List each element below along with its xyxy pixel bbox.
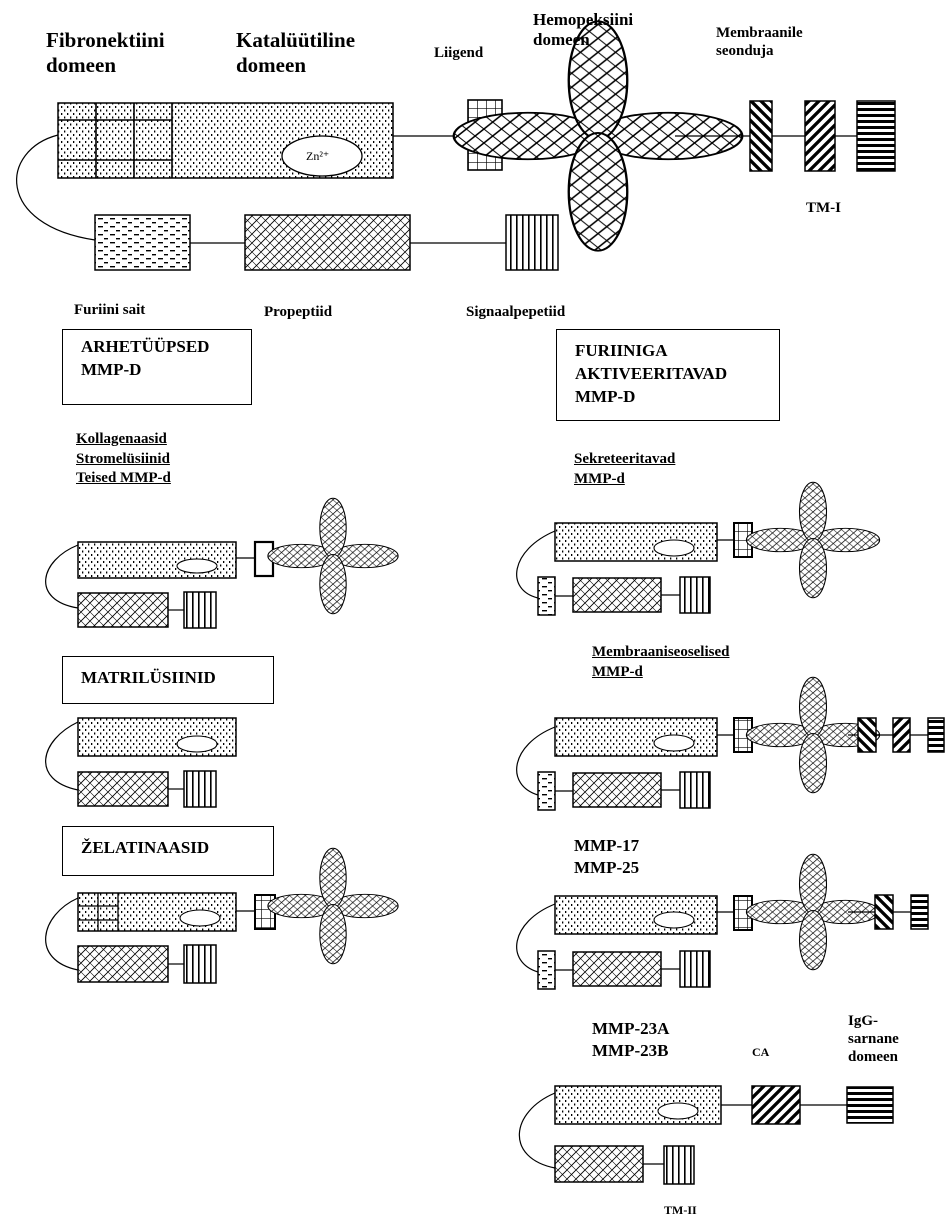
catalytic-label: Katalüütiline domeen xyxy=(236,28,355,78)
tm2-label: TM-II xyxy=(664,1203,697,1217)
ca-label: CA xyxy=(752,1045,769,1059)
hemopexin-label-line1: Hemopeksiini xyxy=(533,10,633,30)
catalytic-label-line2: domeen xyxy=(236,53,355,78)
furin-activated-box-line2: AKTIVEERITAVAD xyxy=(575,363,761,386)
gelatinases-box: ŽELATINAASID xyxy=(62,826,274,876)
propeptide-label: Propeptiid xyxy=(264,304,332,322)
other-mmps-label: Teised MMP-d xyxy=(76,469,171,489)
catalytic-label-line1: Katalüütiline xyxy=(236,28,355,53)
membrane-bound-label-line2: MMP-d xyxy=(592,663,729,683)
archetypal-mmp-diagram xyxy=(46,498,398,628)
matrilysin-diagram xyxy=(46,718,236,807)
membrane-label-line1: Membraanile xyxy=(716,25,803,43)
mmp17-25-label: MMP-17 MMP-25 xyxy=(574,835,639,879)
membrane-label-line2: seonduja xyxy=(716,43,803,61)
membrane-anchor-2 xyxy=(805,101,835,171)
igg-label-line3: domeen xyxy=(848,1048,899,1066)
signal-peptide-domain xyxy=(506,215,558,270)
hemopexin-label-line2: domeen xyxy=(533,30,633,50)
membrane-anchor-3 xyxy=(857,101,895,171)
mmp23a-label: MMP-23A xyxy=(592,1018,669,1040)
furin-site-label: Furiini sait xyxy=(74,302,145,320)
igg-label-line2: sarnane xyxy=(848,1030,899,1048)
secreted-label-line2: MMP-d xyxy=(574,470,675,490)
tm1-label: TM-I xyxy=(806,200,841,218)
archetypal-box: ARHETÜÜPSED MMP-D xyxy=(62,329,252,405)
fibronectin-label-line2: domeen xyxy=(46,53,165,78)
archetypal-subgroups: Kollagenaasid Stromelüsiinid Teised MMP-… xyxy=(76,430,171,489)
propeptide-domain xyxy=(245,215,410,270)
membrane-bound-label-line1: Membraaniseoselised xyxy=(592,643,729,663)
furin-site-domain xyxy=(95,215,190,270)
fibronectin-label-line1: Fibronektiini xyxy=(46,28,165,53)
furin-activated-box: FURIINIGA AKTIVEERITAVAD MMP-D xyxy=(556,329,780,421)
membrane-anchor-1 xyxy=(750,101,772,171)
archetypal-box-line2: MMP-D xyxy=(81,359,233,382)
secreted-label-line1: Sekreteeritavad xyxy=(574,450,675,470)
hemopexin-label: Hemopeksiini domeen xyxy=(533,10,633,50)
secreted-label: Sekreteeritavad MMP-d xyxy=(574,450,675,489)
archetypal-box-line1: ARHETÜÜPSED xyxy=(81,336,233,359)
igg-label: IgG- sarnane domeen xyxy=(848,1012,899,1066)
signal-peptide-label: Signaalpepetiid xyxy=(466,304,565,322)
matrilysins-box: MATRILÜSIINID xyxy=(62,656,274,704)
furin-activated-box-line3: MMP-D xyxy=(575,386,761,409)
mmp23-diagram xyxy=(519,1086,893,1184)
mmp25-label: MMP-25 xyxy=(574,857,639,879)
igg-label-line1: IgG- xyxy=(848,1012,899,1030)
stromelysins-label: Stromelüsiinid xyxy=(76,450,171,470)
membrane-bound-mmp-diagram xyxy=(517,677,944,810)
secreted-mmp-diagram xyxy=(517,482,880,615)
fibronectin-label: Fibronektiini domeen xyxy=(46,28,165,78)
zinc-label: Zn²⁺ xyxy=(306,149,329,163)
membrane-bound-label: Membraaniseoselised MMP-d xyxy=(592,643,729,682)
mmp17-label: MMP-17 xyxy=(574,835,639,857)
mmp23b-label: MMP-23B xyxy=(592,1040,669,1062)
hinge-label: Liigend xyxy=(434,45,483,63)
membrane-label: Membraanile seonduja xyxy=(716,25,803,60)
furin-activated-box-line1: FURIINIGA xyxy=(575,340,761,363)
collagenases-label: Kollagenaasid xyxy=(76,430,171,450)
mmp23-label: MMP-23A MMP-23B xyxy=(592,1018,669,1062)
